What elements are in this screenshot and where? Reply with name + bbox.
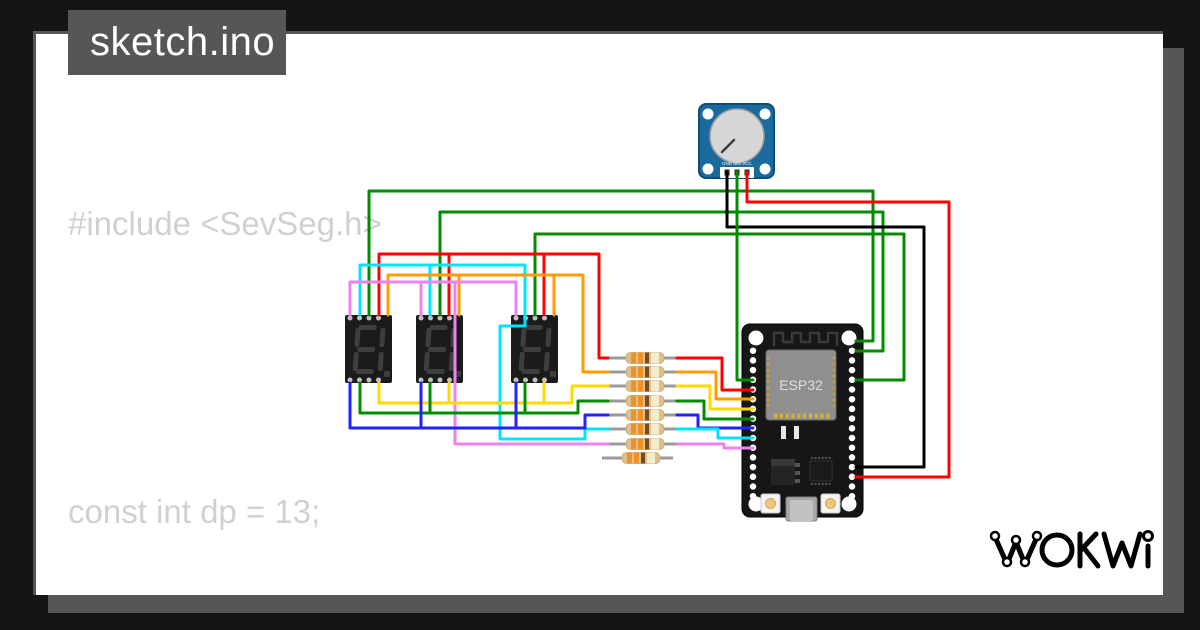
code-snippet: #include <SevSeg.h> const int dp = 13; c…: [68, 104, 382, 595]
sketch-file-tab: sketch.ino: [68, 10, 286, 75]
code-line: const int dp = 13;: [68, 493, 321, 530]
code-line: [68, 344, 382, 392]
sketch-file-name: sketch.ino: [90, 20, 276, 64]
code-line: #include <SevSeg.h>: [68, 205, 382, 242]
preview-card: #include <SevSeg.h> const int dp = 13; c…: [33, 31, 1163, 595]
